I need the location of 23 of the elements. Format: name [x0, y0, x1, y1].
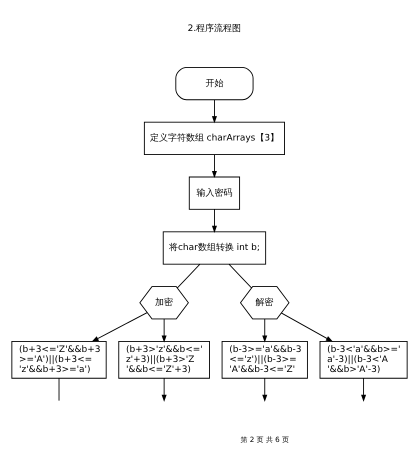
arrow — [212, 208, 217, 233]
node-box: (b-3<'a'&&b>='a'-3)||(b-3<'A'&&b>'A'-3) — [320, 340, 408, 379]
node-box: 输入密码 — [188, 176, 240, 210]
connector — [58, 378, 60, 402]
arrow — [281, 312, 334, 342]
node-box: 将char数组转换 int b; — [162, 231, 266, 265]
node-box: (b-3>='a'&&b-3<='z')||(b-3>='A'&&b-3<='Z' — [222, 340, 308, 379]
arrow — [361, 378, 366, 402]
arrow — [262, 378, 268, 402]
node-box: 开始 — [175, 66, 254, 100]
arrow — [212, 99, 217, 124]
node-box: (b+3>'z'&&b<='z'+3)||(b+3>'Z'&&b<='Z'+3) — [118, 340, 210, 379]
arrow — [162, 378, 167, 402]
connector — [228, 264, 252, 288]
node-box: 定义字符数组 charArrays【3】 — [144, 122, 285, 155]
arrow — [212, 154, 217, 178]
node-box: (b+3<='Z'&&b+3>='A')||(b+3<='z'&&b+3>='a') — [11, 340, 107, 379]
arrow — [162, 318, 167, 343]
label: 第 2 页 共 6 页 — [240, 434, 290, 444]
arrow — [92, 312, 148, 342]
connector — [177, 264, 200, 288]
arrow — [262, 318, 268, 343]
label: 2.程序流程图 — [188, 24, 242, 34]
